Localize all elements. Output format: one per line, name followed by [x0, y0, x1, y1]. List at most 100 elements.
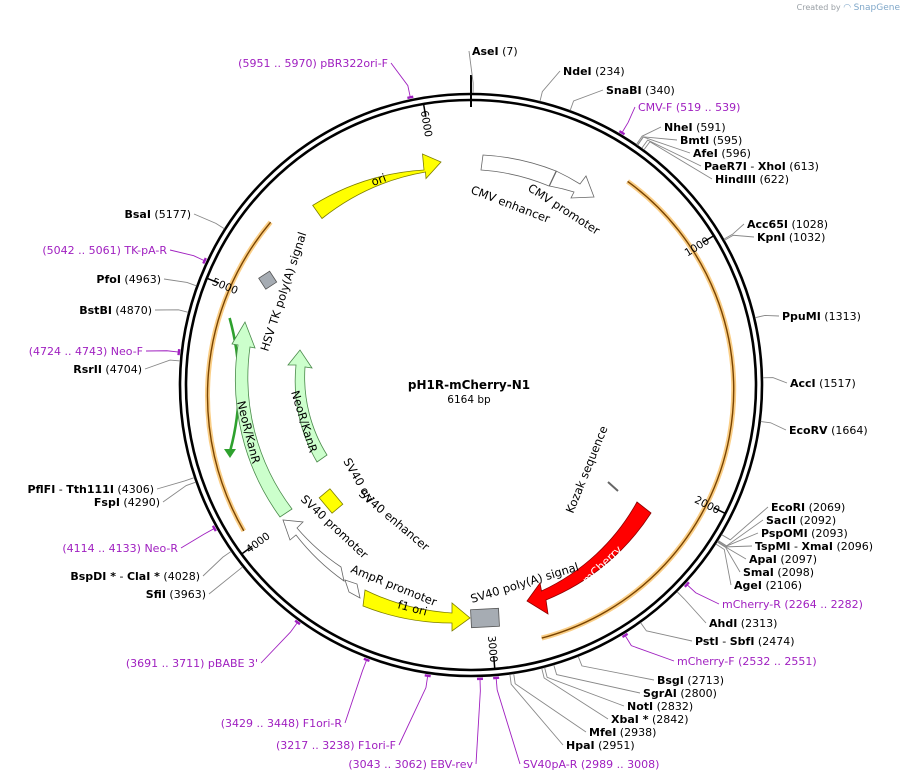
enzyme-label[interactable]: KpnI (1032) — [757, 231, 825, 244]
enzyme-label[interactable]: NdeI (234) — [563, 65, 625, 78]
snapgene-credit: Created by ◠ SnapGene — [797, 3, 900, 13]
enzyme-label[interactable]: AhdI (2313) — [709, 617, 777, 630]
enzyme-label[interactable]: PflFI - Tth111I (4306) — [27, 483, 154, 496]
enzyme-label[interactable]: BstBI (4870) — [79, 304, 152, 317]
enzyme-label[interactable]: XbaI * (2842) — [611, 713, 689, 726]
tick-mark — [713, 507, 725, 514]
primer-mark — [683, 581, 690, 588]
tick-mark — [241, 545, 253, 555]
primer-label[interactable]: mCherry-R (2264 .. 2282) — [722, 598, 863, 611]
enzyme-label[interactable]: SacII (2092) — [766, 514, 836, 527]
primer-label[interactable]: mCherry-F (2532 .. 2551) — [677, 655, 817, 668]
feature-cmv-enhancer — [480, 154, 557, 187]
primer-mark — [407, 95, 414, 100]
enzyme-label[interactable]: RsrII (4704) — [73, 363, 142, 376]
enzyme-label[interactable]: BsaI (5177) — [124, 208, 191, 221]
enzyme-name: AccI — [790, 377, 816, 390]
primer-label[interactable]: (5951 .. 5970) pBR322ori-F — [238, 57, 388, 70]
enzyme-leader — [544, 667, 625, 707]
primer-label[interactable]: (3429 .. 3448) F1ori-R — [221, 717, 343, 730]
features — [231, 153, 652, 632]
enzyme-name: SacII — [766, 514, 796, 527]
primer-leader — [495, 677, 521, 765]
enzyme-leader — [676, 591, 707, 624]
primer-leader — [475, 678, 481, 765]
enzyme-label[interactable]: PstI - SbfI (2474) — [695, 635, 795, 648]
primer-leader — [169, 249, 205, 262]
primer-labels: (5951 .. 5970) pBR322ori-F CMV-F (519 .. … — [29, 57, 863, 771]
enzyme-label[interactable]: AccI (1517) — [790, 377, 856, 390]
enzyme-leader — [715, 543, 732, 586]
enzyme-name: AhdI — [709, 617, 737, 630]
tick-label: 6000 — [418, 110, 434, 138]
enzyme-label[interactable]: AseI (7) — [472, 45, 518, 58]
plasmid-length: 6164 bp — [447, 394, 491, 406]
enzyme-name: BmtI — [680, 134, 709, 147]
enzyme-label[interactable]: PspOMI (2093) — [761, 527, 848, 540]
enzyme-leader — [541, 668, 609, 720]
enzyme-name: HpaI — [566, 739, 595, 752]
enzyme-name: XhoI — [758, 160, 786, 173]
enzyme-label[interactable]: NheI (591) — [664, 121, 726, 134]
enzyme-name: XbaI * — [611, 713, 649, 726]
enzyme-label[interactable]: MfeI (2938) — [589, 726, 656, 739]
primer-label[interactable]: CMV-F (519 .. 539) — [638, 101, 740, 114]
primer-label[interactable]: (4114 .. 4133) Neo-R — [62, 542, 178, 555]
enzyme-label[interactable]: BmtI (595) — [680, 134, 742, 147]
enzyme-name: SmaI — [743, 566, 774, 579]
primer-label[interactable]: (3043 .. 3062) EBV-rev — [348, 758, 473, 771]
enzyme-leader — [539, 70, 561, 102]
enzyme-leader — [762, 377, 788, 384]
primer-label[interactable]: (4724 .. 4743) Neo-F — [29, 345, 143, 358]
plasmid-name: pH1R-mCherry-N1 — [408, 378, 530, 392]
tick-label: 2000 — [692, 494, 721, 517]
primer-mark — [211, 525, 217, 532]
enzyme-name: XmaI — [801, 540, 832, 553]
primer-label[interactable]: SV40pA-R (2989 .. 3008) — [523, 758, 659, 771]
enzyme-name: MfeI — [589, 726, 616, 739]
enzyme-label[interactable]: AgeI (2106) — [734, 579, 802, 592]
enzyme-label[interactable]: Acc65I (1028) — [747, 218, 828, 231]
enzyme-name: PpuMI — [782, 310, 821, 323]
enzyme-label[interactable]: HpaI (2951) — [566, 739, 635, 752]
enzyme-label[interactable]: FspI (4290) — [94, 496, 160, 509]
enzyme-label[interactable]: EcoRI (2069) — [771, 501, 845, 514]
enzyme-label[interactable]: PpuMI (1313) — [782, 310, 861, 323]
enzyme-label[interactable]: ApaI (2097) — [749, 553, 817, 566]
enzyme-leader — [509, 674, 564, 746]
feature-sv40-promoter — [282, 519, 345, 582]
enzyme-name: SfiI — [146, 588, 166, 601]
site-markers — [144, 50, 788, 765]
enzyme-label[interactable]: TspMI - XmaI (2096) — [755, 540, 873, 553]
label-ori: ori — [369, 171, 388, 189]
enzyme-label[interactable]: PaeR7I - XhoI (613) — [704, 160, 819, 173]
enzyme-label[interactable]: NotI (2832) — [627, 700, 693, 713]
enzyme-name: BsgI — [657, 674, 684, 687]
primer-label[interactable]: (5042 .. 5061) TK-pA-R — [42, 244, 167, 257]
enzyme-leader — [156, 477, 195, 490]
enzyme-label[interactable]: HindIII (622) — [715, 173, 789, 186]
enzyme-label[interactable]: EcoRV (1664) — [789, 424, 868, 437]
enzyme-label[interactable]: SnaBI (340) — [606, 84, 675, 97]
enzyme-leader — [162, 481, 196, 503]
enzyme-name: SbfI — [730, 635, 755, 648]
enzyme-label[interactable]: SmaI (2098) — [743, 566, 814, 579]
enzyme-name: Tth111I — [66, 483, 114, 496]
enzyme-label[interactable]: BsgI (2713) — [657, 674, 724, 687]
tick-label: 3000 — [485, 635, 499, 663]
primer-mark — [424, 674, 431, 678]
enzyme-label[interactable]: BspDI * - ClaI * (4028) — [70, 570, 200, 583]
label-neor-inner: NeoR/KanR — [288, 389, 320, 455]
enzyme-leader — [640, 622, 693, 642]
feature-kozak — [607, 481, 619, 492]
primer-label[interactable]: (3691 .. 3711) pBABE 3' — [126, 657, 258, 670]
enzyme-label[interactable]: PfoI (4963) — [96, 273, 161, 286]
enzyme-name: PflFI — [27, 483, 55, 496]
enzyme-name: BstBI — [79, 304, 112, 317]
enzyme-name: FspI — [94, 496, 120, 509]
enzyme-label[interactable]: AfeI (596) — [693, 147, 751, 160]
enzyme-label[interactable]: SgrAI (2800) — [643, 687, 717, 700]
enzyme-label[interactable]: SfiI (3963) — [146, 588, 206, 601]
enzyme-leader — [208, 566, 243, 595]
primer-label[interactable]: (3217 .. 3238) F1ori-F — [276, 739, 396, 752]
